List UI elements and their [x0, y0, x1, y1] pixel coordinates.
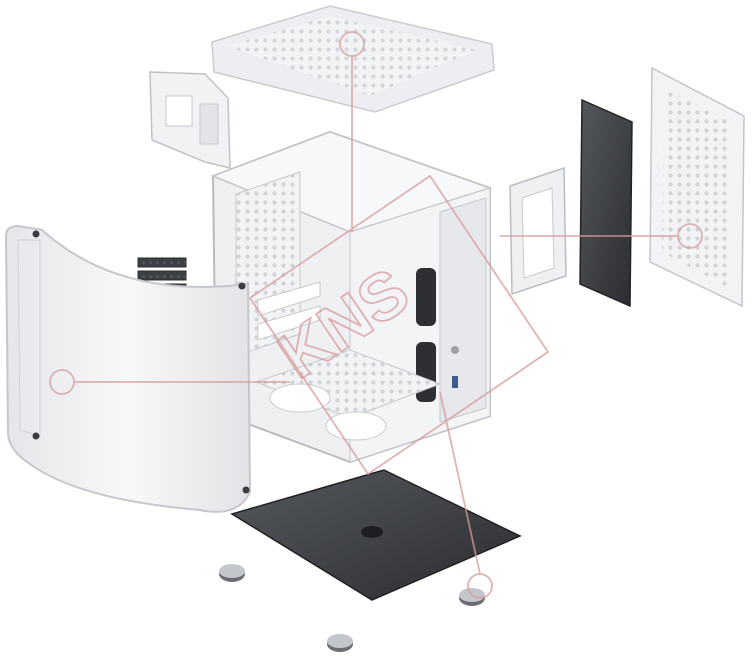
- drive-bracket: [149, 71, 231, 169]
- bottom-dust-filter: [230, 469, 522, 601]
- watermark-graphic: [49, 31, 703, 599]
- side-mesh-panel: [649, 66, 745, 308]
- front-curved-panel: [4, 224, 252, 513]
- side-dust-filter: [579, 98, 633, 308]
- chassis-frame: [210, 130, 493, 464]
- psu-bracket: [509, 166, 567, 296]
- top-mesh-panel: [211, 5, 495, 113]
